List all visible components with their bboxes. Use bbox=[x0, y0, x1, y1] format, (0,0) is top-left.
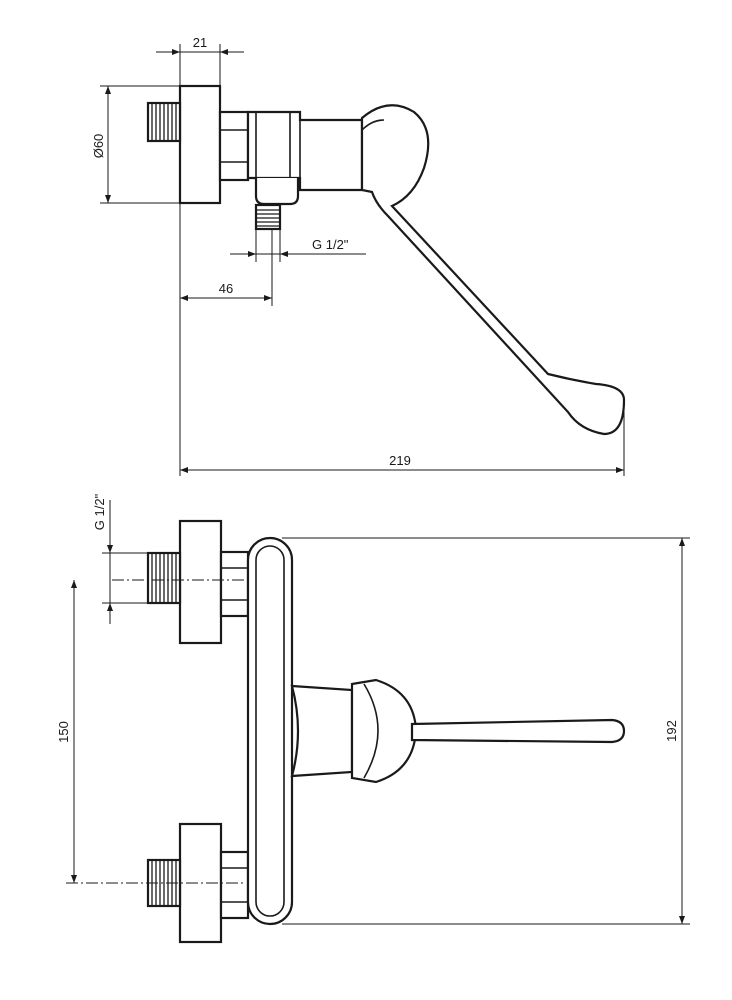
dim-diameter: Ø60 bbox=[91, 85, 180, 204]
front-lower-nut bbox=[219, 850, 250, 920]
front-view: G 1/2" 150 192 bbox=[56, 493, 690, 944]
dim-thread-side-label: G 1/2" bbox=[312, 237, 349, 252]
dim-thread-side: G 1/2" bbox=[230, 229, 366, 262]
front-lever bbox=[410, 718, 626, 744]
dim-46-label: 46 bbox=[219, 281, 233, 296]
front-valve-neck bbox=[290, 684, 354, 778]
dim-192-label: 192 bbox=[664, 720, 679, 742]
front-upper-nut bbox=[219, 550, 250, 618]
dim-219-label: 219 bbox=[389, 453, 411, 468]
side-inlet-thread bbox=[151, 103, 177, 141]
dim-150: 150 bbox=[56, 580, 77, 883]
dim-150-label: 150 bbox=[56, 721, 71, 743]
side-outlet-thread bbox=[254, 203, 282, 231]
side-hex-nut bbox=[218, 110, 250, 182]
side-rosette bbox=[178, 84, 222, 205]
front-handle-cap bbox=[350, 678, 418, 784]
front-upper-rosette bbox=[178, 519, 223, 645]
dim-46: 46 bbox=[179, 203, 273, 476]
side-view: 21 Ø60 G 1/2" 46 bbox=[91, 35, 626, 476]
side-outlet bbox=[254, 178, 300, 206]
side-lever-handle bbox=[360, 104, 626, 436]
dim-21: 21 bbox=[156, 35, 244, 86]
dim-thread-front: G 1/2" bbox=[92, 493, 148, 624]
dim-192: 192 bbox=[282, 537, 690, 925]
dim-21-label: 21 bbox=[193, 35, 207, 50]
dim-219: 219 bbox=[180, 400, 625, 476]
front-main-body bbox=[246, 536, 294, 926]
dim-diameter-label: Ø60 bbox=[91, 134, 106, 159]
dim-thread-front-label: G 1/2" bbox=[92, 493, 107, 530]
